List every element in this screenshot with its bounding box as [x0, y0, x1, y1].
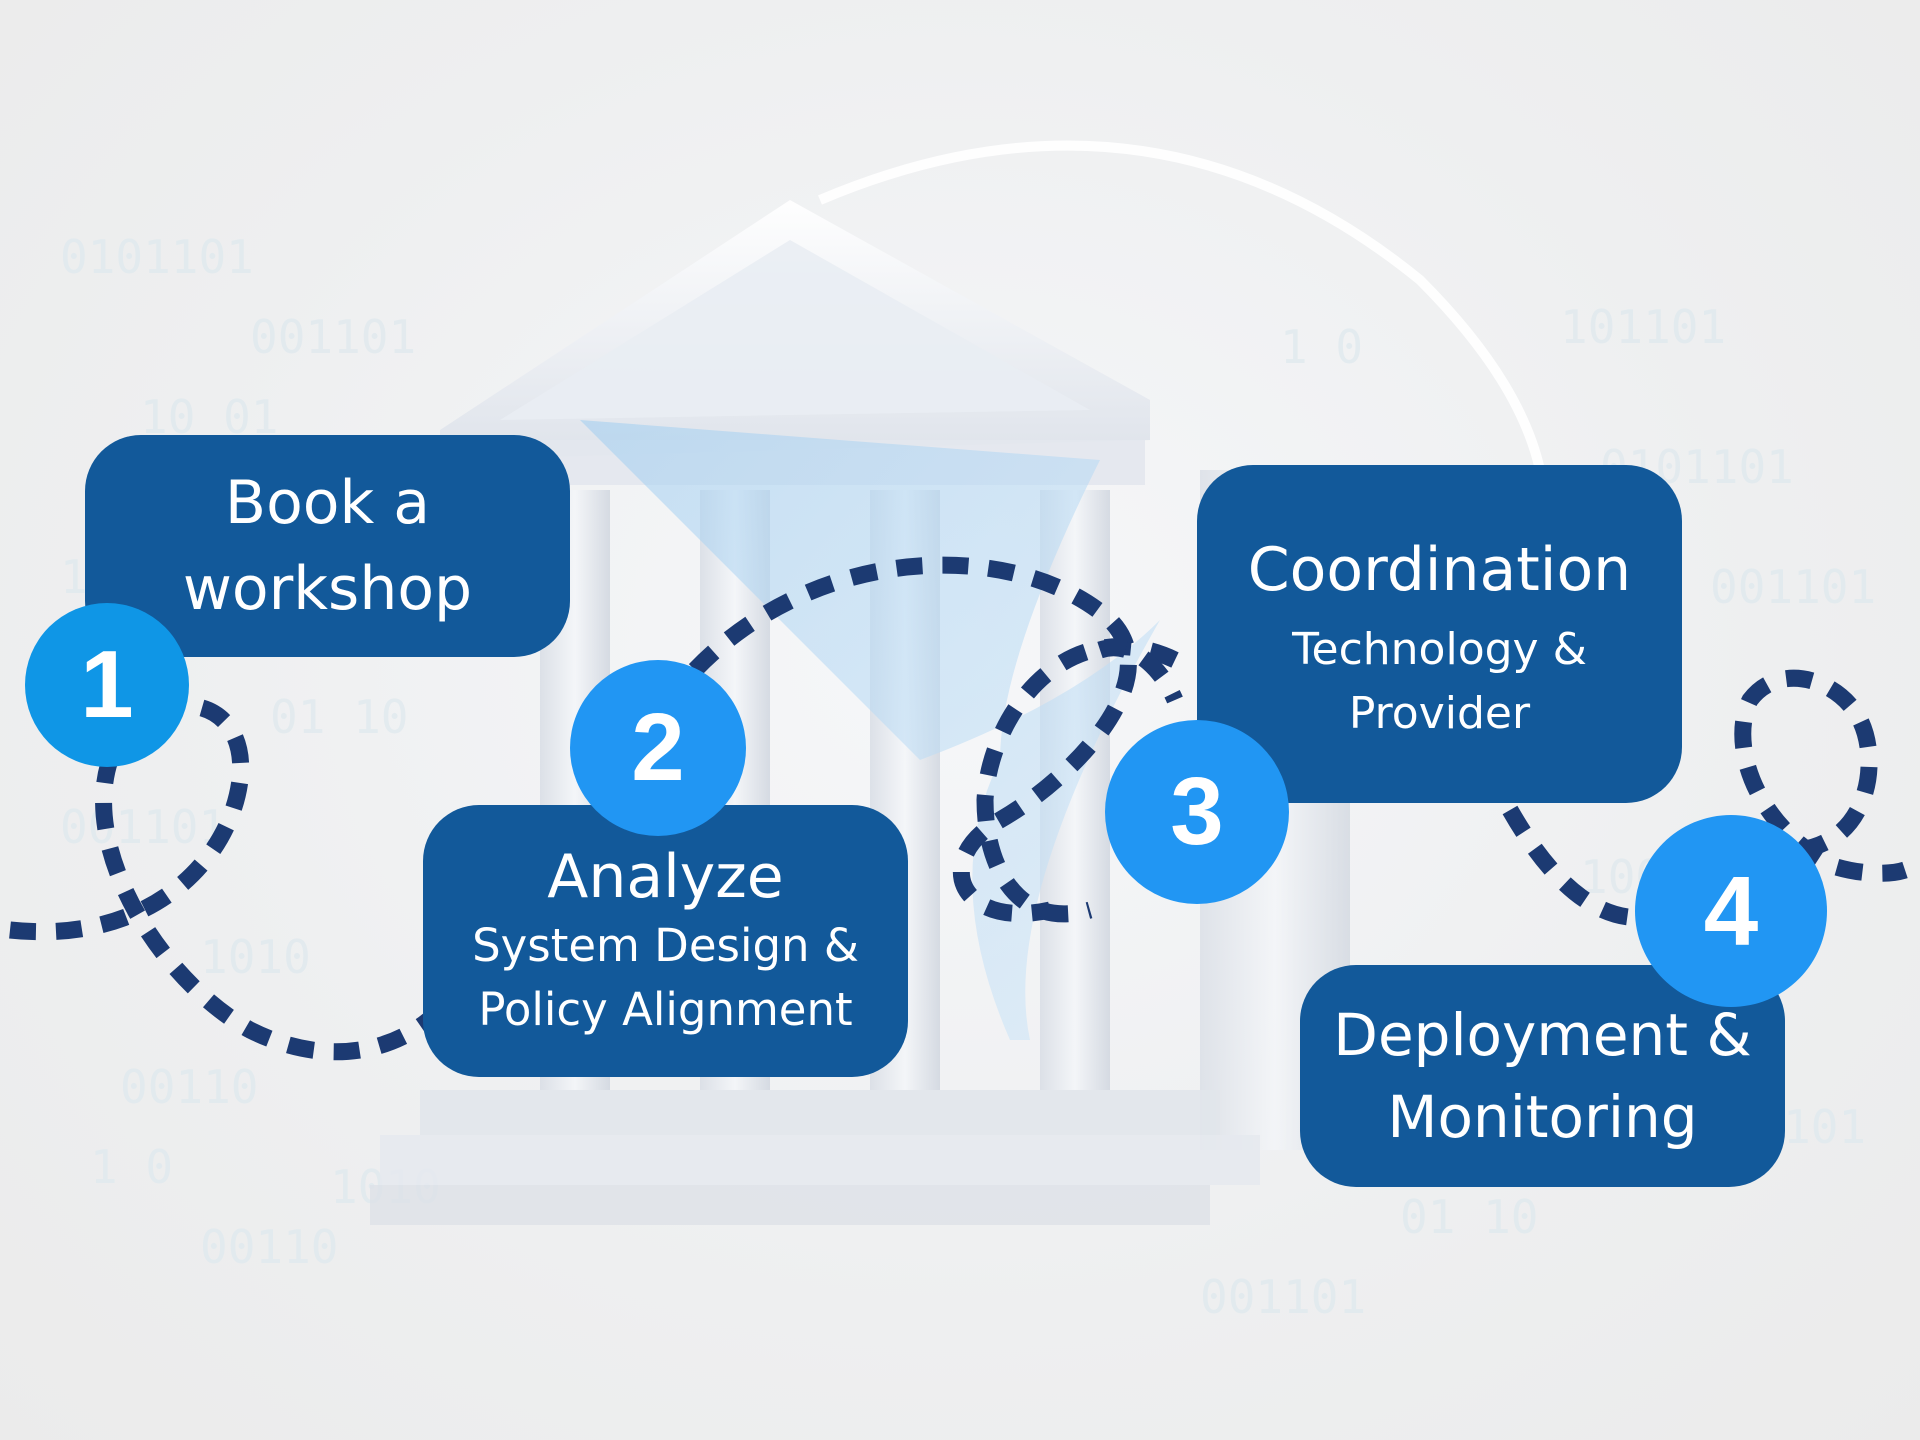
dotted-arc-2: [688, 556, 1137, 923]
binary-texture-text: 01 10: [1400, 1190, 1539, 1244]
dotted-loop-4: [1734, 669, 1908, 882]
step-1-box: Book a workshop: [85, 435, 570, 657]
step-4-title-line2: Monitoring: [1387, 1083, 1698, 1151]
step-3-title: Coordination: [1247, 535, 1632, 605]
binary-texture-text: 1 0: [1280, 320, 1364, 374]
binary-texture-text: 1010: [200, 930, 311, 984]
binary-texture-text: 00110: [200, 1220, 339, 1274]
binary-texture-text: 1 0: [90, 1140, 174, 1194]
step-3-badge: 3: [1105, 720, 1289, 904]
step-1-title-line2: workshop: [182, 554, 473, 624]
step-2-box: Analyze System Design & Policy Alignment: [423, 805, 908, 1077]
step-2-title: Analyze: [547, 842, 784, 912]
dotted-arc-4: [1502, 805, 1663, 927]
step-4-title: Deployment &: [1333, 1001, 1752, 1069]
binary-texture-text: 101101: [1560, 300, 1727, 354]
step-1-title: Book a: [224, 468, 431, 538]
binary-texture-text: 001101: [1200, 1270, 1367, 1324]
dotted-loop-3b: [1097, 639, 1183, 704]
binary-texture-text: 001101: [1710, 560, 1877, 614]
binary-texture-text: 001101: [250, 310, 417, 364]
step-2-badge: 2: [570, 660, 746, 836]
binary-texture-text: 00110: [120, 1060, 259, 1114]
binary-texture-text: 01 10: [270, 690, 409, 744]
step-3-subtitle-line2: Provider: [1348, 688, 1531, 739]
step-3-box: Coordination Technology & Provider: [1197, 465, 1682, 803]
step-3-subtitle: Technology &: [1292, 624, 1587, 675]
binary-texture-text: 0101101: [60, 230, 254, 284]
step-1-badge: 1: [25, 603, 189, 767]
binary-texture-text: 001101: [60, 800, 227, 854]
step-2-subtitle: System Design &: [472, 919, 859, 972]
step-4-badge: 4: [1635, 815, 1827, 1007]
step-2-subtitle-line2: Policy Alignment: [478, 983, 853, 1036]
step-4-box: Deployment & Monitoring: [1300, 965, 1785, 1187]
